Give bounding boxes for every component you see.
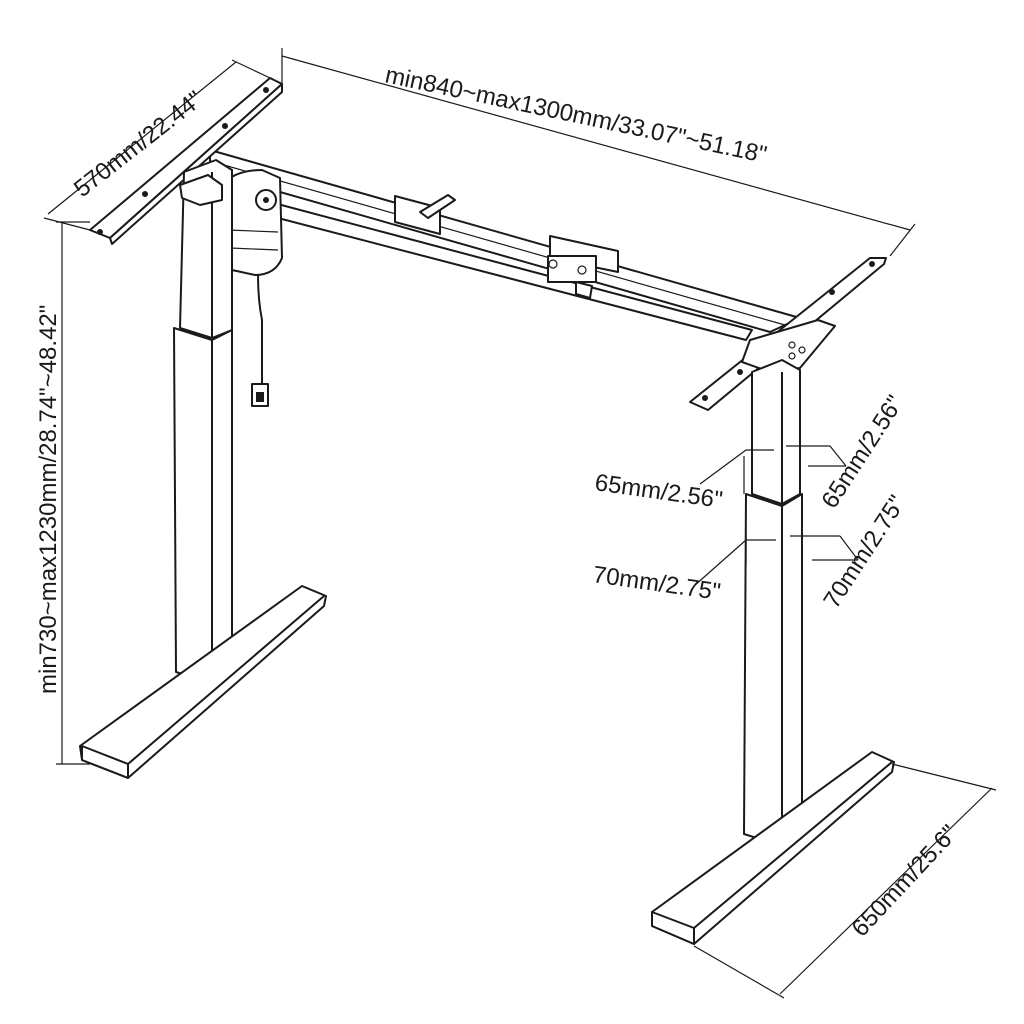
height-label: min730~max1230mm/28.74"~48.42": [35, 305, 62, 694]
dimension-lines: [43, 48, 997, 999]
left-leg: [79, 159, 327, 779]
lower-column-left-label: 70mm/2.75": [591, 561, 722, 606]
crossbeam: [209, 149, 801, 341]
right-top-bracket: [689, 257, 887, 411]
right-leg: [651, 359, 895, 945]
width-label: min840~max1300mm/33.07"~51.18": [383, 61, 769, 168]
motor: [221, 169, 283, 407]
foot-length-label: 650mm/25.6": [847, 820, 964, 942]
upper-column-left-label: 65mm/2.56": [593, 469, 724, 514]
upper-column-right-label: 65mm/2.56": [816, 391, 909, 514]
